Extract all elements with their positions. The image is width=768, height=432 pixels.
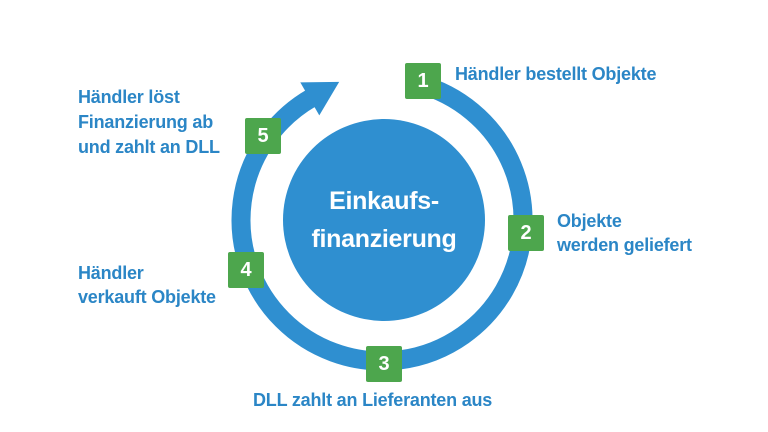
step-badge-5: 5 — [245, 118, 281, 154]
center-label: Einkaufs- finanzierung — [284, 120, 484, 320]
step-label-5-line1: Händler löst — [78, 87, 180, 107]
step-badge-2: 2 — [508, 215, 544, 251]
center-circle — [283, 119, 485, 321]
step-badge-4: 4 — [228, 252, 264, 288]
step-label-1: Händler bestellt Objekte — [455, 62, 656, 86]
step-number-4: 4 — [240, 258, 252, 281]
step-badge-3: 3 — [366, 346, 402, 382]
step-label-2-line2: werden geliefert — [557, 235, 692, 255]
center-label-line1: Einkaufs- — [329, 187, 439, 215]
step-label-5: Händler löst Finanzierung ab und zahlt a… — [78, 85, 220, 160]
step-number-3: 3 — [378, 352, 390, 375]
step-label-5-line2: Finanzierung ab — [78, 112, 214, 132]
step-label-4-line1: Händler — [78, 263, 144, 283]
center-label-line2: finanzierung — [311, 225, 457, 253]
step-label-4: Händler verkauft Objekte — [78, 261, 216, 309]
step-label-1-line1: Händler bestellt Objekte — [455, 64, 657, 84]
step-label-2-line1: Objekte — [557, 211, 622, 231]
step-label-5-line3: und zahlt an DLL — [78, 137, 220, 157]
step-badge-1: 1 — [405, 63, 441, 99]
step-label-2: Objekte werden geliefert — [557, 209, 692, 257]
step-label-4-line2: verkauft Objekte — [78, 287, 216, 307]
step-number-2: 2 — [520, 221, 532, 244]
step-label-3-line1: DLL zahlt an Lieferanten aus — [253, 390, 493, 410]
step-label-3: DLL zahlt an Lieferanten aus — [253, 388, 492, 412]
arrowhead-icon — [300, 81, 340, 116]
step-number-1: 1 — [417, 69, 429, 92]
step-number-5: 5 — [257, 124, 269, 147]
